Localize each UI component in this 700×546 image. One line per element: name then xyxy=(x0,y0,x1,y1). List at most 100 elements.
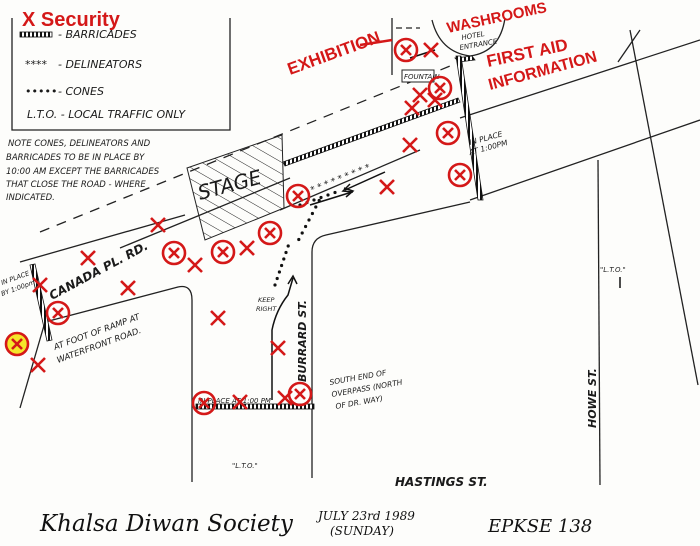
security-x-icon xyxy=(270,340,286,356)
legend-barricades: - BARRICADES xyxy=(58,28,137,41)
security-x-icon xyxy=(400,44,412,56)
security-x-icon xyxy=(277,390,293,406)
cone xyxy=(300,231,304,235)
society-name: Khalsa Diwan Society xyxy=(39,511,294,537)
circled-security-icon xyxy=(191,390,217,416)
security-x-icon xyxy=(379,179,395,195)
in-place-bottom-note: IN PLACE AT 1:00 PM xyxy=(198,397,271,405)
cone xyxy=(314,205,318,209)
security-x-icon xyxy=(239,240,255,256)
circled-security-icon xyxy=(447,162,473,188)
circled-security-icon xyxy=(210,239,236,265)
security-x-icon xyxy=(423,42,439,58)
cones-row xyxy=(273,190,337,287)
hotel-entrance-label: HOTEL xyxy=(461,30,486,42)
security-x-icon xyxy=(30,357,46,373)
howe-st-label: HOWE ST. xyxy=(586,368,599,428)
circled-security-icon xyxy=(285,183,311,209)
note-line: BARRICADES TO BE IN PLACE BY xyxy=(6,153,145,163)
barricade-symbol xyxy=(19,31,53,38)
security-x-icon xyxy=(412,87,428,103)
circled-security-icon xyxy=(257,220,283,246)
cone xyxy=(297,237,301,242)
security-x-icon xyxy=(168,247,180,259)
burrard-st-label: BURRARD ST. xyxy=(296,300,309,382)
cone xyxy=(273,283,277,287)
circled-security-icon xyxy=(427,75,453,101)
roads xyxy=(19,17,700,486)
security-x-icon xyxy=(11,338,23,350)
security-x-icon xyxy=(32,277,48,293)
security-x-icon xyxy=(120,280,136,296)
cone xyxy=(275,276,279,281)
barricade-line xyxy=(195,403,315,410)
cone xyxy=(284,250,288,255)
note-line: NOTE CONES, DELINEATORS AND xyxy=(8,139,151,149)
security-x-icon xyxy=(454,169,466,181)
security-x-icon xyxy=(187,257,203,273)
cone xyxy=(282,257,286,261)
washrooms-label: WASHROOMS xyxy=(445,0,548,37)
security-x-icon xyxy=(210,310,226,326)
security-x-icon xyxy=(264,227,276,239)
circled-security-icon xyxy=(45,300,71,326)
cone-symbol: ••••• xyxy=(25,85,57,98)
exhibition-label: EXHIBITION xyxy=(285,28,383,79)
fountain-label: FOUNTAIN xyxy=(404,73,440,81)
keep-right-label: RIGHT xyxy=(256,305,277,313)
cone xyxy=(333,190,337,195)
security-x-icon xyxy=(52,307,64,319)
cone xyxy=(326,193,330,197)
security-markers xyxy=(4,37,473,416)
stage-area: STAGE xyxy=(186,134,285,241)
cone xyxy=(277,270,281,274)
legend-lto: L.T.O. - LOCAL TRAFFIC ONLY xyxy=(27,108,186,121)
lto-bottom-label: "L.T.O." xyxy=(232,462,258,470)
legend-security: X Security xyxy=(22,9,121,31)
cone xyxy=(304,224,308,229)
delineator-symbol: **** xyxy=(25,58,48,71)
circled-security-icon xyxy=(4,331,30,357)
lto-right-label: "L.T.O." xyxy=(600,266,626,274)
cone xyxy=(310,211,314,216)
security-x-icon xyxy=(442,127,454,139)
note-line: THAT CLOSE THE ROAD - WHERE xyxy=(6,180,146,190)
circled-security-icon xyxy=(161,240,187,266)
delineators-row: * * * * * * * * * xyxy=(309,163,372,196)
hastings-st-label: HASTINGS ST. xyxy=(395,475,488,489)
event-day: (SUNDAY) xyxy=(330,524,394,538)
security-x-icon xyxy=(294,388,306,400)
exhibition-arrow-icon xyxy=(359,38,393,47)
security-x-icon xyxy=(434,82,446,94)
legend-delineators: - DELINEATORS xyxy=(58,58,142,71)
legend: X Security - BARRICADES **** - DELINEATO… xyxy=(11,9,231,131)
document-code: EPKSE 138 xyxy=(487,516,592,537)
security-x-icon xyxy=(198,397,210,409)
circled-security-icon xyxy=(393,37,419,63)
cone xyxy=(319,195,323,200)
barricade-line xyxy=(455,55,484,201)
fountain-box xyxy=(401,69,435,83)
barricade-line xyxy=(282,97,461,167)
cone xyxy=(307,218,311,222)
barricade-line xyxy=(29,263,53,342)
note: NOTE CONES, DELINEATORS AND BARRICADES T… xyxy=(6,139,160,203)
event-date: JULY 23rd 1989 xyxy=(315,509,415,523)
legend-cones: - CONES xyxy=(58,85,104,98)
circled-security-icon xyxy=(435,120,461,146)
keep-right-label: KEEP xyxy=(258,296,274,304)
cone xyxy=(280,263,284,268)
security-x-icon xyxy=(232,394,248,410)
note-line: 10:00 AM EXCEPT THE BARRICADES xyxy=(6,167,160,177)
barricades xyxy=(29,55,484,410)
cone xyxy=(286,244,290,248)
security-x-icon xyxy=(150,217,166,233)
security-x-icon xyxy=(404,100,420,116)
security-x-icon xyxy=(217,246,229,258)
security-x-icon xyxy=(292,190,304,202)
security-x-icon xyxy=(427,92,443,108)
note-line: INDICATED. xyxy=(6,193,55,203)
cone xyxy=(312,198,316,202)
